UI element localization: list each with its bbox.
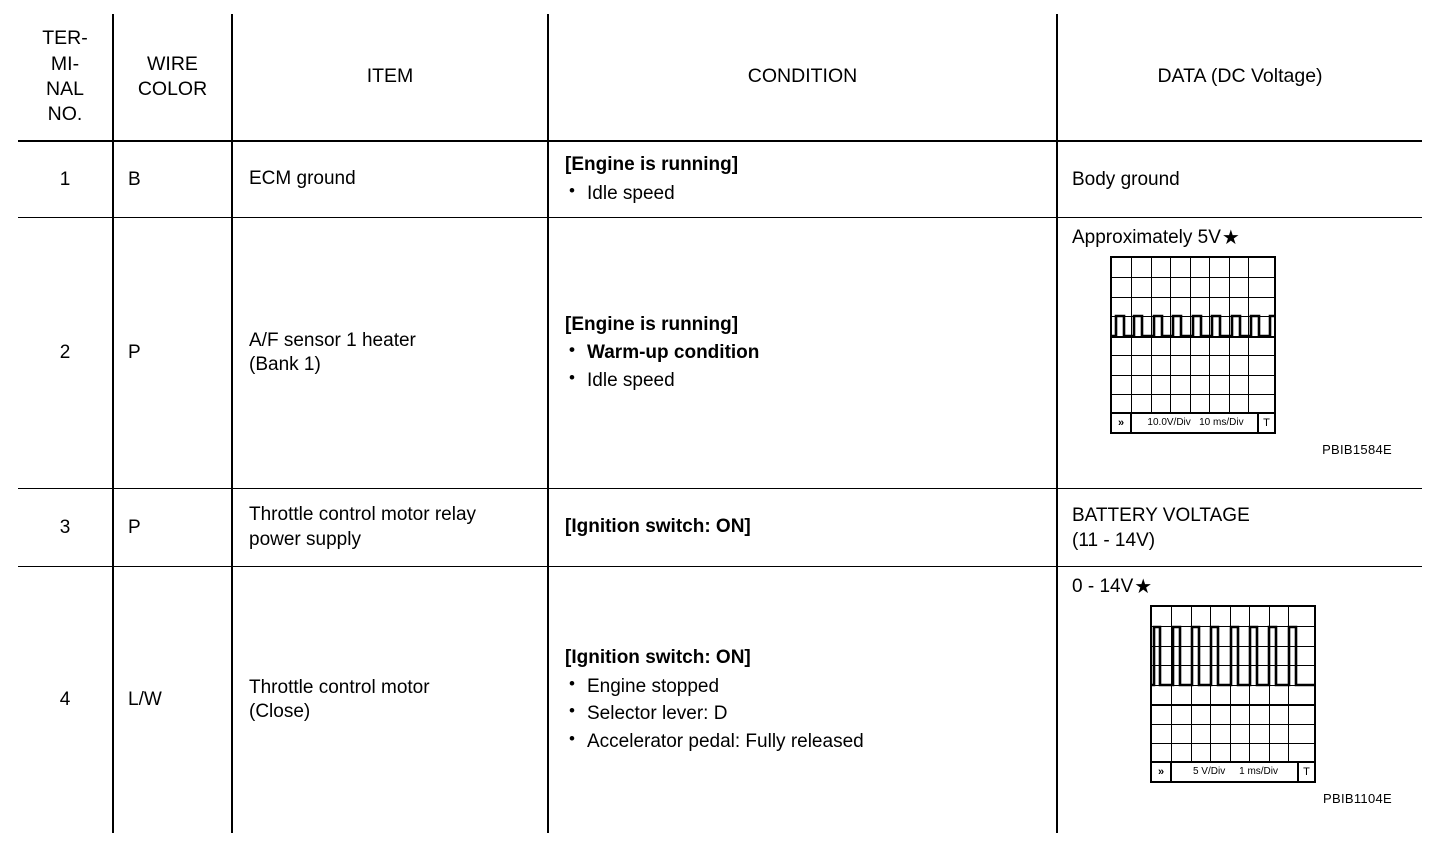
scope-trigger-icon: T: [1297, 762, 1314, 781]
condition-list-item: Accelerator pedal: Fully released: [565, 727, 1056, 756]
ecm-terminal-reference-table: TER- MI- NAL NO. WIRE COLOR ITEM CONDITI…: [18, 14, 1422, 834]
condition-list: Warm-up condition Idle speed: [565, 338, 1056, 395]
terminal-no-value: 3: [59, 516, 71, 538]
condition-title: [Ignition switch: ON]: [565, 515, 751, 537]
data-block: BATTERY VOLTAGE (11 - 14V): [1058, 496, 1422, 559]
table-row: 2 P A/F sensor 1 heater (Bank 1) [Engine…: [18, 217, 1422, 490]
scope-trigger-icon: T: [1257, 413, 1274, 432]
condition-title: [Engine is running]: [565, 154, 739, 175]
condition-list-item: Idle speed: [565, 179, 1056, 208]
header-label-item: ITEM: [366, 65, 414, 88]
scope-volts-per-div: 10.0V/Div: [1147, 417, 1191, 429]
cell-data: BATTERY VOLTAGE (11 - 14V): [1057, 488, 1422, 568]
oscilloscope-waveform: [1152, 607, 1314, 763]
item-value: A/F sensor 1 heater (Bank 1): [249, 329, 416, 376]
cell-wire-color: L/W: [113, 566, 233, 834]
condition-block: [Engine is running] Idle speed: [549, 142, 1056, 217]
scope-scale-labels: 5 V/Div 1 ms/Div: [1172, 766, 1297, 777]
cell-item: A/F sensor 1 heater (Bank 1): [232, 217, 549, 490]
data-value: Body ground: [1072, 169, 1180, 191]
wire-color-value: B: [128, 168, 141, 190]
oscilloscope-settings-bar: » 10.0V/Div 10 ms/Div T: [1112, 411, 1274, 432]
oscilloscope-settings-bar: » 5 V/Div 1 ms/Div T: [1152, 760, 1314, 781]
table-row: 3 P Throttle control motor relay power s…: [18, 488, 1422, 568]
oscilloscope-figure: » 10.0V/Div 10 ms/Div T PBIB1584E: [1072, 255, 1412, 457]
scope-scale-labels: 10.0V/Div 10 ms/Div: [1132, 417, 1257, 428]
scope-time-per-div: 10 ms/Div: [1199, 417, 1244, 429]
cell-item: Throttle control motor (Close): [232, 566, 549, 834]
cell-wire-color: B: [113, 141, 233, 219]
wire-color-value: L/W: [128, 689, 162, 711]
oscilloscope-figure: » 5 V/Div 1 ms/Div T PBIB1104E: [1072, 604, 1412, 806]
scope-time-per-div: 1 ms/Div: [1239, 766, 1279, 778]
oscilloscope-waveform: [1112, 258, 1274, 414]
condition-list: Idle speed: [565, 179, 1056, 208]
cell-data: Body ground: [1057, 141, 1422, 219]
star-icon: ★: [1134, 576, 1153, 599]
table-header-row: TER- MI- NAL NO. WIRE COLOR ITEM CONDITI…: [18, 14, 1422, 142]
terminal-no-value: 2: [59, 342, 71, 364]
cell-data: 0 - 14V ★: [1057, 566, 1422, 834]
scope-volts-per-div: 5 V/Div: [1192, 766, 1226, 778]
header-cell-item: ITEM: [232, 14, 549, 142]
scope-cursor-icon: »: [1112, 413, 1132, 432]
cell-terminal-no: 2: [18, 217, 114, 490]
star-icon: ★: [1221, 227, 1240, 250]
cell-condition: [Ignition switch: ON]: [548, 488, 1058, 568]
cell-condition: [Engine is running] Idle speed: [548, 141, 1058, 219]
cell-condition: [Engine is running] Warm-up condition Id…: [548, 217, 1058, 490]
data-value: BATTERY VOLTAGE (11 - 14V): [1072, 505, 1250, 551]
wire-color-value: P: [128, 516, 141, 538]
header-cell-data: DATA (DC Voltage): [1057, 14, 1422, 142]
condition-list-item: Engine stopped: [565, 672, 1056, 701]
header-cell-condition: CONDITION: [548, 14, 1058, 142]
data-value-with-star: Approximately 5V ★: [1072, 226, 1422, 250]
table-row: 1 B ECM ground [Engine is running] Idle …: [18, 141, 1422, 219]
cell-terminal-no: 1: [18, 141, 114, 219]
condition-title: [Ignition switch: ON]: [565, 647, 751, 669]
terminal-no-value: 4: [59, 689, 71, 711]
condition-block: [Ignition switch: ON]: [549, 504, 1056, 552]
cell-terminal-no: 3: [18, 488, 114, 568]
terminal-no-value: 1: [59, 168, 71, 190]
oscilloscope-screen: » 5 V/Div 1 ms/Div T: [1150, 604, 1316, 783]
header-cell-terminal-no: TER- MI- NAL NO.: [18, 14, 114, 142]
data-block: Approximately 5V ★: [1058, 218, 1422, 463]
figure-code: PBIB1104E: [1323, 790, 1392, 806]
data-block: 0 - 14V ★: [1058, 567, 1422, 812]
data-value-with-star: 0 - 14V ★: [1072, 575, 1422, 599]
oscilloscope-screen: » 10.0V/Div 10 ms/Div T: [1110, 255, 1276, 434]
item-value: Throttle control motor relay power suppl…: [249, 504, 477, 550]
header-label-wire-color: WIRE COLOR: [137, 52, 208, 100]
condition-title: [Engine is running]: [565, 313, 739, 335]
scope-cursor-icon: »: [1152, 762, 1172, 781]
cell-wire-color: P: [113, 217, 233, 490]
item-value: Throttle control motor (Close): [249, 676, 430, 723]
condition-block: [Engine is running] Warm-up condition Id…: [549, 302, 1056, 405]
condition-list-item: Selector lever: D: [565, 699, 1056, 728]
data-value: 0 - 14V: [1072, 576, 1134, 598]
item-value: ECM ground: [249, 168, 356, 190]
cell-data: Approximately 5V ★: [1057, 217, 1422, 490]
table-row: 4 L/W Throttle control motor (Close) [Ig…: [18, 566, 1422, 834]
cell-terminal-no: 4: [18, 566, 114, 834]
cell-item: Throttle control motor relay power suppl…: [232, 488, 549, 568]
condition-list: Engine stopped Selector lever: D Acceler…: [565, 672, 1056, 756]
header-label-terminal-no: TER- MI- NAL NO.: [42, 27, 88, 126]
header-label-condition: CONDITION: [747, 65, 858, 88]
header-cell-wire-color: WIRE COLOR: [113, 14, 233, 142]
wire-color-value: P: [128, 342, 141, 364]
cell-item: ECM ground: [232, 141, 549, 219]
figure-code: PBIB1584E: [1322, 441, 1392, 457]
condition-list-item: Warm-up condition: [565, 338, 1056, 367]
condition-block: [Ignition switch: ON] Engine stopped Sel…: [549, 635, 1056, 765]
data-value: Approximately 5V: [1072, 227, 1221, 249]
condition-list-item: Idle speed: [565, 366, 1056, 395]
data-block: Body ground: [1058, 160, 1422, 199]
header-label-data: DATA (DC Voltage): [1157, 65, 1323, 88]
cell-condition: [Ignition switch: ON] Engine stopped Sel…: [548, 566, 1058, 834]
cell-wire-color: P: [113, 488, 233, 568]
